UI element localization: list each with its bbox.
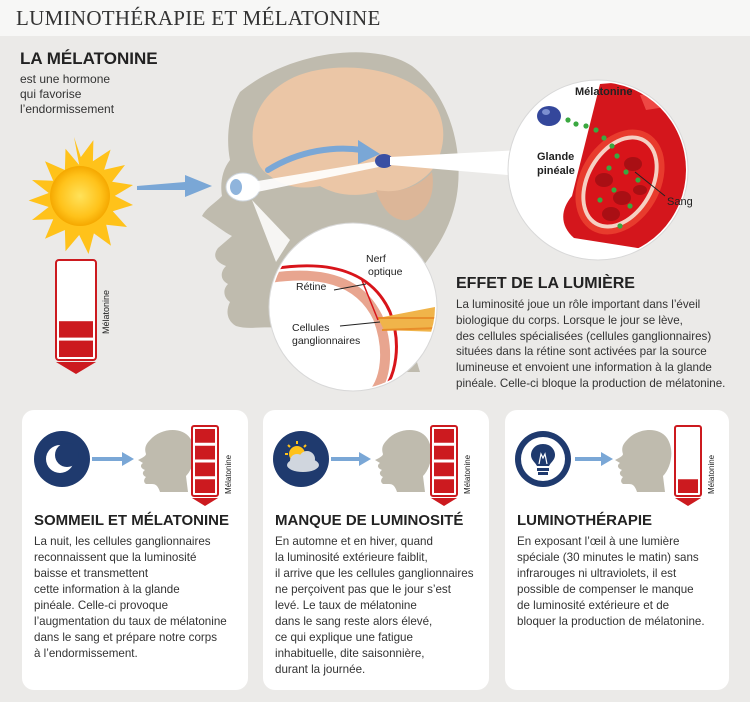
card-line: de luminosité extérieure et de <box>517 599 670 612</box>
moon-icon <box>34 431 90 487</box>
sun-cloud-icon <box>273 431 329 487</box>
gauge-segment <box>59 321 93 338</box>
melatonin-gauge: Mélatonine <box>430 425 472 506</box>
effect-line: des cellules spécialisées (cellules gang… <box>456 329 712 343</box>
card-line: cette information à la glande <box>34 583 180 596</box>
card-line: La nuit, les cellules ganglionnaires <box>34 535 211 548</box>
arrow-icon <box>331 452 371 466</box>
label-optique: optique <box>368 266 403 278</box>
main-illustration: Mélatonine Glande pinéale Sang Rétine Ne… <box>28 52 693 392</box>
card-manque-luminosite: Mélatonine MANQUE DE LUMINOSITÉ En autom… <box>263 410 489 690</box>
card-line: la luminosité extérieure faiblit, <box>275 551 428 564</box>
zoom-circle-blood: Mélatonine Glande pinéale Sang <box>507 79 693 261</box>
card-line: à l’endormissement. <box>34 647 138 660</box>
zoom-beam <box>390 150 520 176</box>
effect-line: La luminosité joue un rôle important dan… <box>456 298 701 311</box>
card-line: infrarouges ni ultraviolets, il est <box>517 567 677 580</box>
intro-line: qui favorise <box>20 87 82 101</box>
effect-heading: EFFET DE LA LUMIÈRE <box>456 275 635 292</box>
head-icon <box>615 429 672 492</box>
head-icon <box>138 429 195 492</box>
effect-line: pinéale. Celle-ci bloque la production d… <box>456 376 726 390</box>
card-luminotherapie: Mélatonine LUMINOTHÉRAPIE En exposant l’… <box>505 410 729 690</box>
label-melatonine: Mélatonine <box>575 86 632 98</box>
arrow-icon <box>92 452 134 466</box>
gauge-segment <box>434 445 454 460</box>
brain <box>252 67 444 195</box>
gauge-segment <box>195 445 215 460</box>
head-icon <box>375 429 432 492</box>
card-line: possible de compenser le manque <box>517 583 694 596</box>
intro-line: l’endormissement <box>20 102 115 116</box>
card-line: ce qui explique une fatigue <box>275 631 413 644</box>
label-nerf: Nerf <box>366 253 386 265</box>
gauge-segment <box>434 429 454 443</box>
intro-line: est une hormone <box>20 72 111 86</box>
card-text: En exposant l’œil à une lumière spéciale… <box>517 534 705 630</box>
card-text: En automne et en hiver, quand la luminos… <box>275 534 474 678</box>
eye-icon <box>225 172 261 202</box>
label-sang: Sang <box>667 196 693 208</box>
label-glande: Glande <box>537 151 574 163</box>
effect-text: La luminosité joue un rôle important dan… <box>456 297 748 392</box>
gauge-segment <box>195 462 215 477</box>
card-heading: SOMMEIL ET MÉLATONINE <box>34 512 230 529</box>
sun-icon <box>28 137 134 254</box>
title-bar: LUMINOTHÉRAPIE ET MÉLATONINE <box>0 0 750 36</box>
gauge-segment <box>434 479 454 493</box>
gauge-label: Mélatonine <box>224 454 233 494</box>
gauge-label: Mélatonine <box>463 454 472 494</box>
light-bulb-icon <box>515 431 571 487</box>
label-ganglionnaires: ganglionnaires <box>292 335 360 347</box>
melatonin-gauge: Mélatonine <box>191 425 233 506</box>
card-line: En exposant l’œil à une lumière <box>517 535 680 548</box>
effect-line: lumineuse et envoient une information à … <box>456 361 712 375</box>
intro-text: est une hormone qui favorise l’endormiss… <box>20 72 114 117</box>
label-retine: Rétine <box>296 281 327 293</box>
gauge-segment <box>195 429 215 443</box>
pineal-gland <box>375 154 393 168</box>
melatonin-gauge: Mélatonine <box>674 425 716 506</box>
effect-line: biologique du corps. Lorsque le jour se … <box>456 313 683 327</box>
card-text: La nuit, les cellules ganglionnaires rec… <box>34 534 227 662</box>
gauge-segment <box>59 340 93 357</box>
intro-heading: LA MÉLATONINE <box>20 49 158 68</box>
cerebellum <box>376 172 433 221</box>
effect-line: situées dans la rétine sont activées par… <box>456 345 707 359</box>
card-line: ne perçoivent pas que le jour s’est <box>275 583 451 596</box>
card-line: il arrive que les cellules ganglionnaire… <box>275 567 474 580</box>
card-line: bloquer la production de mélatonine. <box>517 615 705 628</box>
gauge-label: Mélatonine <box>101 290 111 334</box>
card-line: dans le sang reste alors élevé, <box>275 615 433 628</box>
label-pineale: pinéale <box>537 165 575 177</box>
melatonin-gauge: Mélatonine <box>55 259 111 374</box>
gauge-segment <box>678 479 698 493</box>
card-line: pinéale. Celle-ci provoque <box>34 599 169 612</box>
card-line: durant la journée. <box>275 663 366 676</box>
signal-arrow <box>265 145 365 173</box>
card-line: l’augmentation du taux de mélatonine <box>34 615 227 628</box>
gauge-label: Mélatonine <box>707 454 716 494</box>
eye-zoom-beam <box>252 200 290 262</box>
light-arrow <box>137 175 212 197</box>
card-heading: LUMINOTHÉRAPIE <box>517 512 652 529</box>
zoom-circle-eye: Rétine Nerf optique Cellules ganglionnai… <box>268 222 438 392</box>
label-cellules: Cellules <box>292 322 329 334</box>
optic-beam <box>252 160 384 193</box>
card-line: reconnaissent que la luminosité <box>34 551 197 564</box>
arrow-icon <box>575 452 613 466</box>
card-heading: MANQUE DE LUMINOSITÉ <box>275 512 464 529</box>
card-line: En automne et en hiver, quand <box>275 535 433 548</box>
card-line: spéciale (30 minutes le matin) sans <box>517 551 699 564</box>
gauge-segment <box>195 479 215 493</box>
card-sommeil: Mélatonine SOMMEIL ET MÉLATONINE La nuit… <box>22 410 248 690</box>
page-title: LUMINOTHÉRAPIE ET MÉLATONINE <box>16 6 381 30</box>
gauge-segment <box>434 462 454 477</box>
card-line: baisse et transmettent <box>34 567 149 580</box>
card-line: dans le sang et prépare notre corps <box>34 631 218 644</box>
card-line: levé. Le taux de mélatonine <box>275 599 417 612</box>
card-line: inhabituelle, dite saisonnière, <box>275 647 425 660</box>
